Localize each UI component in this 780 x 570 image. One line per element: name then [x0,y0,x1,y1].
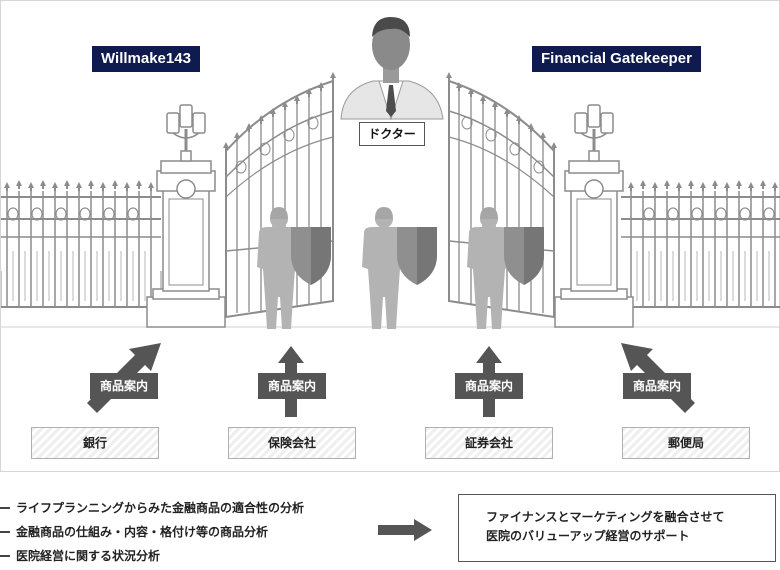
product-guide-label-securities: 商品案内 [455,373,523,399]
financial-gatekeeper-brand-label: Financial Gatekeeper [532,46,701,72]
product-guide-label-postoffice: 商品案内 [623,373,691,399]
bank-box: 銀行 [31,427,159,459]
result-box: ファイナンスとマーケティングを融合させて 医院のバリューアップ経営のサポート [458,494,776,562]
left-gate-spikes [223,72,336,151]
product-guide-label-insurance: 商品案内 [258,373,326,399]
result-line-2: 医院のバリューアップ経営のサポート [486,529,690,543]
knight-center-shield [397,227,437,285]
left-fence-spikes [4,180,154,191]
left-gate-pillar [146,104,226,328]
knight-center [362,207,406,329]
post-office-box: 郵便局 [622,427,750,459]
willmake-brand-label: Willmake143 [92,46,200,72]
analysis-point: 金融商品の仕組み・内容・格付け等の商品分析 [0,522,304,546]
gate-illustration-scene: Willmake143 Financial Gatekeeper ドクター 商品… [0,0,780,472]
analysis-point: ライフプランニングからみた金融商品の適合性の分析 [0,498,304,522]
doctor-figure [340,17,444,121]
right-gate-pillar [554,104,634,328]
knight-right-shield [504,227,544,285]
right-arrow-icon [378,519,432,541]
securities-company-box: 証券会社 [425,427,553,459]
right-gate-spikes [446,72,557,151]
analysis-points-list: ライフプランニングからみた金融商品の適合性の分析 金融商品の仕組み・内容・格付け… [0,498,304,570]
result-line-1: ファイナンスとマーケティングを融合させて [486,510,725,524]
doctor-label: ドクター [359,122,425,146]
left-fence [1,191,162,308]
right-fence-spikes [628,180,778,191]
gate-illustration [1,17,780,417]
right-fence [621,191,780,308]
knight-right [467,207,511,329]
product-guide-label-bank: 商品案内 [90,373,158,399]
analysis-point: 医院経営に関する状況分析 [0,546,304,570]
insurance-company-box: 保険会社 [228,427,356,459]
